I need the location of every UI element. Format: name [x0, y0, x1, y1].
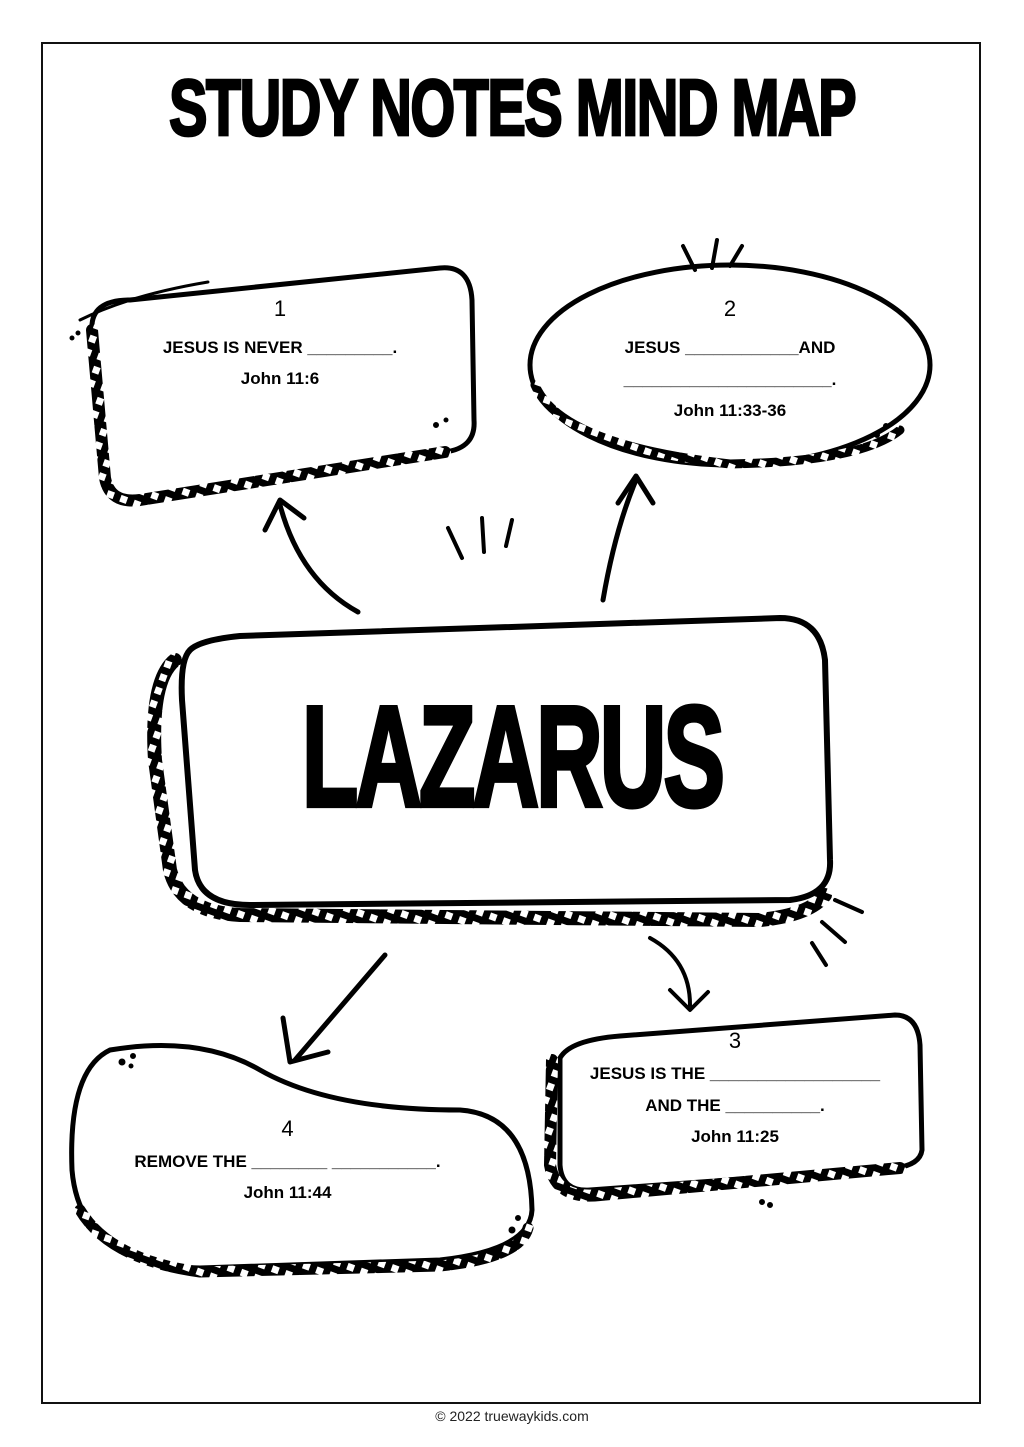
accent-marks-center — [446, 516, 514, 560]
box-3-reference: John 11:25 — [691, 1127, 779, 1146]
box-1-prompt: JESUS IS NEVER _________. — [162, 338, 398, 357]
box-4: 4 REMOVE THE ________ ___________. John … — [100, 1116, 475, 1208]
arrow-to-box-2 — [600, 473, 656, 603]
box-4-shape — [69, 1043, 535, 1278]
arrow-to-box-1 — [262, 497, 361, 615]
box-3-shape — [544, 1012, 925, 1208]
box-1: 1 JESUS IS NEVER _________. John 11:6 — [110, 296, 450, 394]
center-topic-shape — [147, 615, 834, 927]
box-2-prompt-line-1: JESUS ____________AND — [624, 338, 836, 357]
page-border — [41, 42, 981, 1404]
box-4-number: 4 — [281, 1116, 294, 1141]
box-2-reference: John 11:33-36 — [673, 401, 787, 420]
box-2: 2 JESUS ____________AND ________________… — [560, 296, 900, 426]
copyright-footer: © 2022 truewaykids.com — [435, 1408, 589, 1424]
box-3-prompt-line-2: AND THE __________. — [645, 1096, 825, 1115]
arrow-to-box-3 — [648, 936, 710, 1012]
box-4-reference: John 11:44 — [243, 1183, 332, 1202]
center-topic: LAZARUS — [301, 677, 727, 838]
box-3-prompt-line-1: JESUS IS THE __________________ — [589, 1064, 881, 1083]
box-2-prompt-line-2: ______________________. — [623, 370, 837, 389]
box-3-number: 3 — [728, 1028, 742, 1053]
box-1-reference: John 11:6 — [240, 369, 320, 388]
box-2-number: 2 — [723, 296, 737, 321]
page-title: STUDY NOTES MIND MAP — [168, 62, 858, 153]
box-2-shape — [527, 238, 933, 469]
accent-marks-right — [810, 898, 864, 967]
box-4-prompt: REMOVE THE ________ ___________. — [134, 1152, 441, 1171]
arrow-to-box-4 — [280, 952, 388, 1065]
box-1-number: 1 — [273, 296, 287, 321]
box-3: 3 JESUS IS THE __________________ AND TH… — [565, 1028, 905, 1152]
box-1-shape — [69, 265, 477, 507]
